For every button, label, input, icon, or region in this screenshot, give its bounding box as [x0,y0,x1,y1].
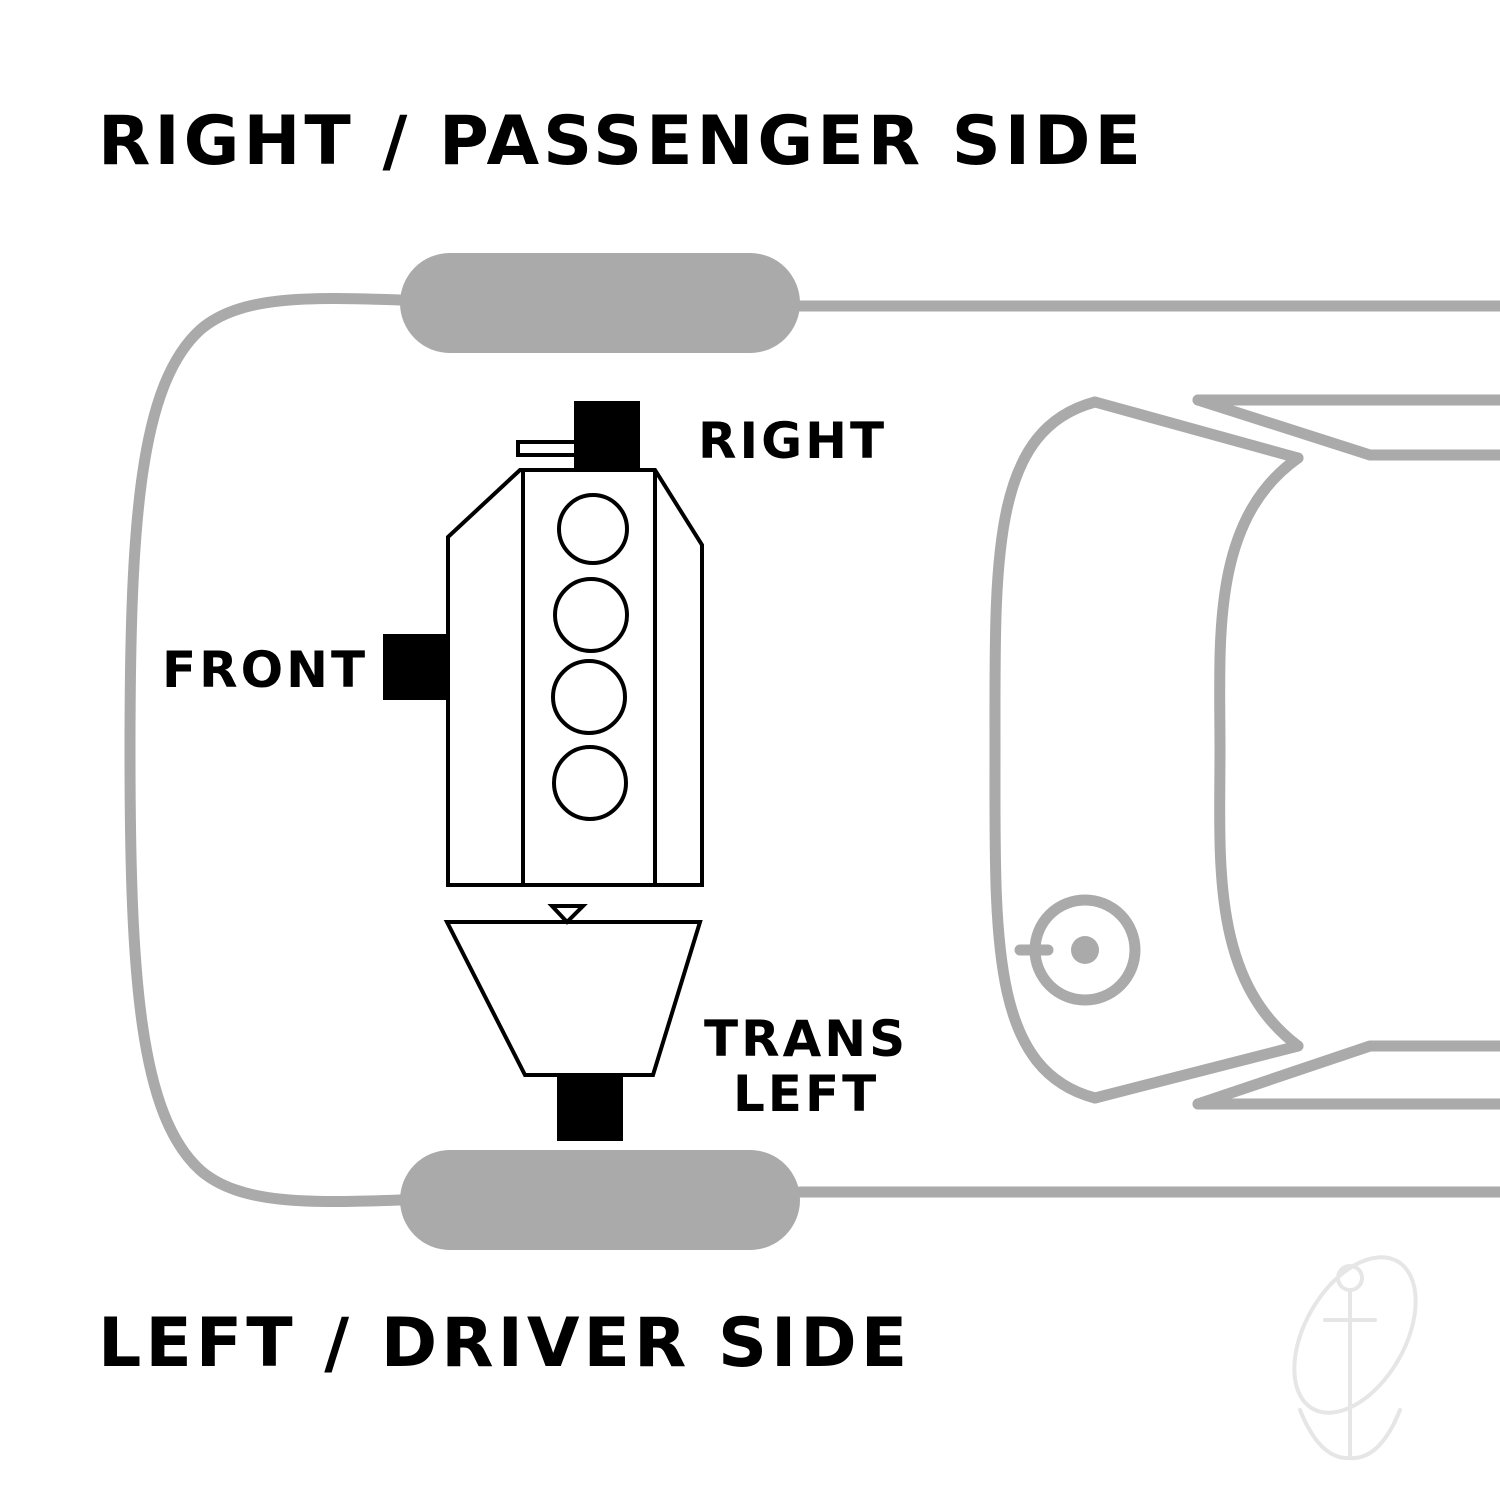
cylinder-1 [557,493,629,565]
cylinder-4 [552,745,628,821]
engine-cylinders [551,493,629,821]
label-trans-line2: LEFT [732,1065,880,1123]
label-mount-right: RIGHT [698,412,888,470]
label-mount-trans-left: TRANS LEFT [704,1012,908,1122]
a-pillar-bottom-diagonal [1192,1040,1500,1110]
cylinder-3 [551,659,627,735]
transmission-connector [547,904,588,925]
cylinder-2 [553,577,629,653]
label-right-passenger-side: RIGHT / PASSENGER SIDE [98,102,1145,181]
anchor-logo-icon [1292,1255,1418,1461]
car-cabin [989,394,1500,1110]
windshield-top-edge [1089,396,1304,464]
car-body-outline [124,292,1500,1208]
mount-front [383,634,448,700]
label-trans-line1: TRANS [704,1010,909,1068]
dashboard-outline [989,396,1101,1104]
a-pillar-top-diagonal [1192,394,1500,461]
transmission-outline [443,920,703,1077]
windshield-inner-curve [1214,452,1304,1052]
tire-front-left [400,1150,800,1250]
label-left-driver-side: LEFT / DRIVER SIDE [98,1304,912,1383]
mount-right [574,401,640,469]
transmission [443,904,703,1077]
car-front-outline [124,292,406,1208]
label-mount-front: FRONT [162,641,369,699]
mount-trans-left [557,1075,623,1141]
dipstick [516,440,578,457]
steering-wheel-icon [1029,894,1141,1006]
windshield-bottom-edge [1089,1040,1304,1104]
tire-front-right [400,253,800,353]
